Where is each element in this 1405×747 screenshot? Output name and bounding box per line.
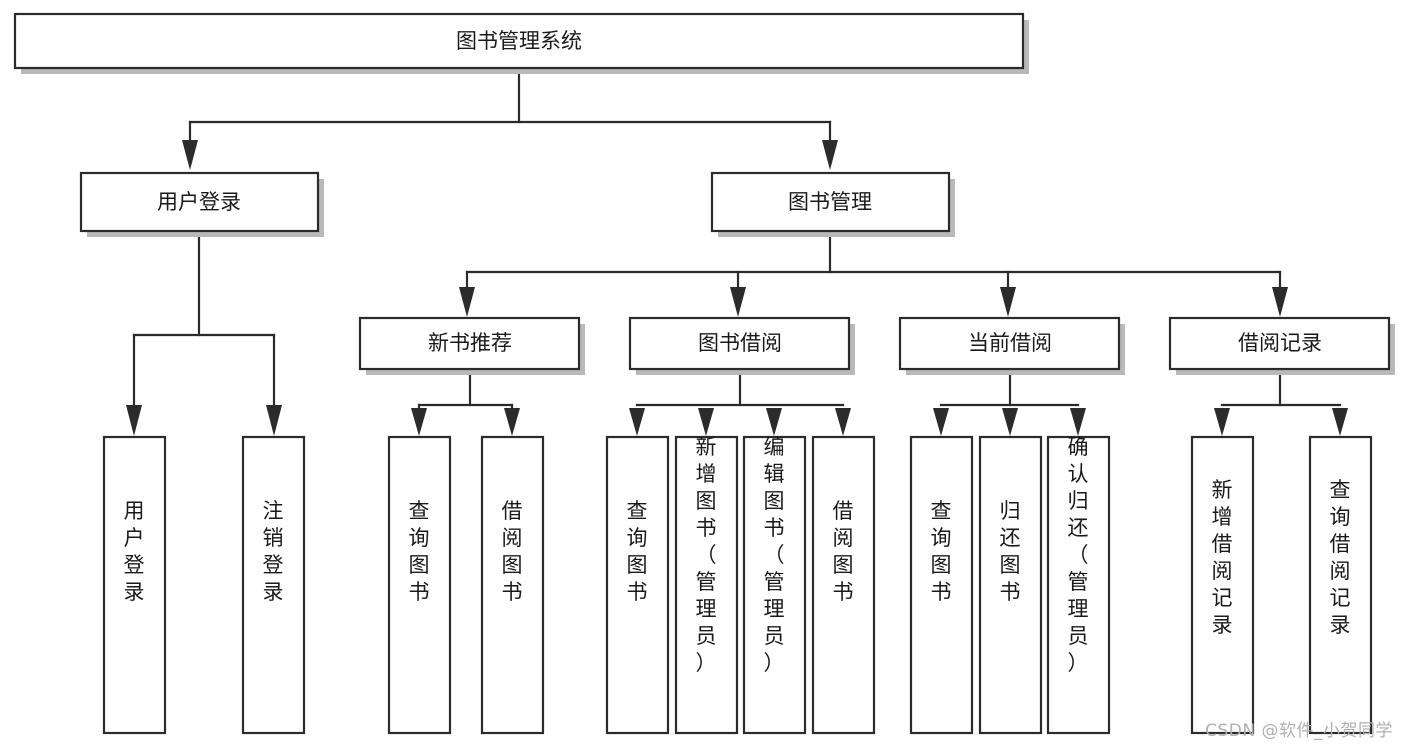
current-borrow-box (898, 316, 1121, 371)
leaf-box (742, 435, 807, 735)
leaf-current-query-book[interactable]: 查询图书 (909, 435, 974, 735)
leaf-box (811, 435, 876, 735)
leaf-user-login-logout[interactable]: 注销登录 (241, 435, 306, 735)
node-user-login[interactable]: 用户登录 (79, 171, 324, 237)
node-root[interactable]: 图书管理系统 (13, 12, 1029, 74)
leaf-box (241, 435, 306, 735)
leaf-label: 归还图书 (1000, 499, 1021, 604)
leaf-label: 查询图书 (931, 499, 952, 604)
leaf-label: 注销登录 (263, 499, 284, 604)
leaf-box (909, 435, 974, 735)
node-current-borrow[interactable]: 当前借阅 (898, 316, 1125, 375)
leaf-label: 用户登录 (124, 499, 145, 604)
user-login-box (79, 171, 320, 233)
arrow-current-borrow-leaf-1 (933, 408, 949, 436)
leaf-user-login-login[interactable]: 用户登录 (102, 435, 167, 735)
root-box (13, 12, 1025, 70)
node-new-book-recommend[interactable]: 新书推荐 (358, 316, 585, 375)
arrow-book-borrow-leaf-3 (766, 408, 782, 436)
leaf-borrow-query-book[interactable]: 查询图书 (605, 435, 670, 735)
leaf-box (978, 435, 1043, 735)
leaf-current-return-book[interactable]: 归还图书 (978, 435, 1043, 735)
borrow-record-label: 借阅记录 (1238, 331, 1322, 355)
leaf-label: 查询图书 (627, 499, 648, 604)
leaf-record-query-record[interactable]: 查询借阅记录 (1308, 435, 1373, 735)
leaf-box (387, 435, 452, 735)
node-book-management[interactable]: 图书管理 (710, 171, 955, 237)
leaf-label: 查询图书 (409, 499, 430, 604)
leaf-new-book-query[interactable]: 查询图书 (387, 435, 452, 735)
arrow-book-borrow-leaf-1 (629, 408, 645, 436)
user-login-label: 用户登录 (157, 190, 241, 214)
leaf-label: 查询借阅记录 (1330, 478, 1351, 637)
leaf-label: 借阅图书 (502, 499, 523, 604)
book-management-box (710, 171, 951, 233)
arrow-user-login-leaf-1 (126, 405, 142, 436)
book-borrow-label: 图书借阅 (698, 331, 782, 355)
arrow-new-book-rec-leaf-2 (504, 408, 520, 436)
new-book-recommend-label: 新书推荐 (428, 331, 512, 355)
leaf-box (1190, 435, 1255, 735)
leaf-current-confirm-return-admin[interactable]: 确认归还（管理员） (1046, 435, 1111, 735)
node-borrow-record[interactable]: 借阅记录 (1168, 316, 1395, 375)
leaf-new-book-borrow[interactable]: 借阅图书 (480, 435, 545, 735)
leaf-box (674, 435, 739, 735)
arrow-to-new-book-rec (459, 287, 475, 317)
leaf-box (605, 435, 670, 735)
arrow-current-borrow-leaf-2 (1002, 408, 1018, 436)
leaf-label: 借阅图书 (833, 499, 854, 604)
arrow-borrow-record-leaf-2 (1332, 408, 1348, 436)
arrow-book-borrow-leaf-2 (698, 408, 714, 436)
arrow-to-borrow-record (1272, 287, 1288, 317)
leaf-label: 编辑图书（管理员） (764, 435, 785, 675)
arrow-borrow-record-leaf-1 (1214, 408, 1230, 436)
leaf-box (480, 435, 545, 735)
arrow-new-book-rec-leaf-1 (411, 408, 427, 436)
book-borrow-box (628, 316, 851, 371)
leaf-label: 新增图书（管理员） (696, 435, 717, 675)
leaf-label: 确认归还（管理员） (1068, 435, 1089, 675)
arrow-current-borrow-leaf-3 (1070, 408, 1086, 436)
arrow-user-login-leaf-2 (266, 405, 282, 436)
book-management-label: 图书管理 (788, 190, 872, 214)
node-book-borrow[interactable]: 图书借阅 (628, 316, 855, 375)
leaf-box (102, 435, 167, 735)
leaf-record-add-record[interactable]: 新增借阅记录 (1190, 435, 1255, 735)
edge-layer (126, 66, 1348, 436)
arrow-to-book-borrow (730, 287, 746, 317)
arrow-book-borrow-leaf-4 (835, 408, 851, 436)
leaf-box (1046, 435, 1111, 735)
borrow-record-box (1168, 316, 1391, 371)
leaf-borrow-borrow-book[interactable]: 借阅图书 (811, 435, 876, 735)
leaf-borrow-add-book-admin[interactable]: 新增图书（管理员） (674, 435, 739, 735)
new-book-recommend-box (358, 316, 581, 371)
leaf-label: 新增借阅记录 (1212, 478, 1233, 637)
current-borrow-label: 当前借阅 (968, 331, 1052, 355)
arrow-root-to-book-mgmt (822, 140, 838, 170)
leaf-borrow-edit-book-admin[interactable]: 编辑图书（管理员） (742, 435, 807, 735)
arrow-root-to-user-login (182, 140, 198, 170)
leaf-box (1308, 435, 1373, 735)
csdn-watermark: CSDN @软件_小贺同学 (1205, 721, 1393, 741)
root-label: 图书管理系统 (456, 29, 582, 53)
arrow-to-current-borrow (1000, 287, 1016, 317)
